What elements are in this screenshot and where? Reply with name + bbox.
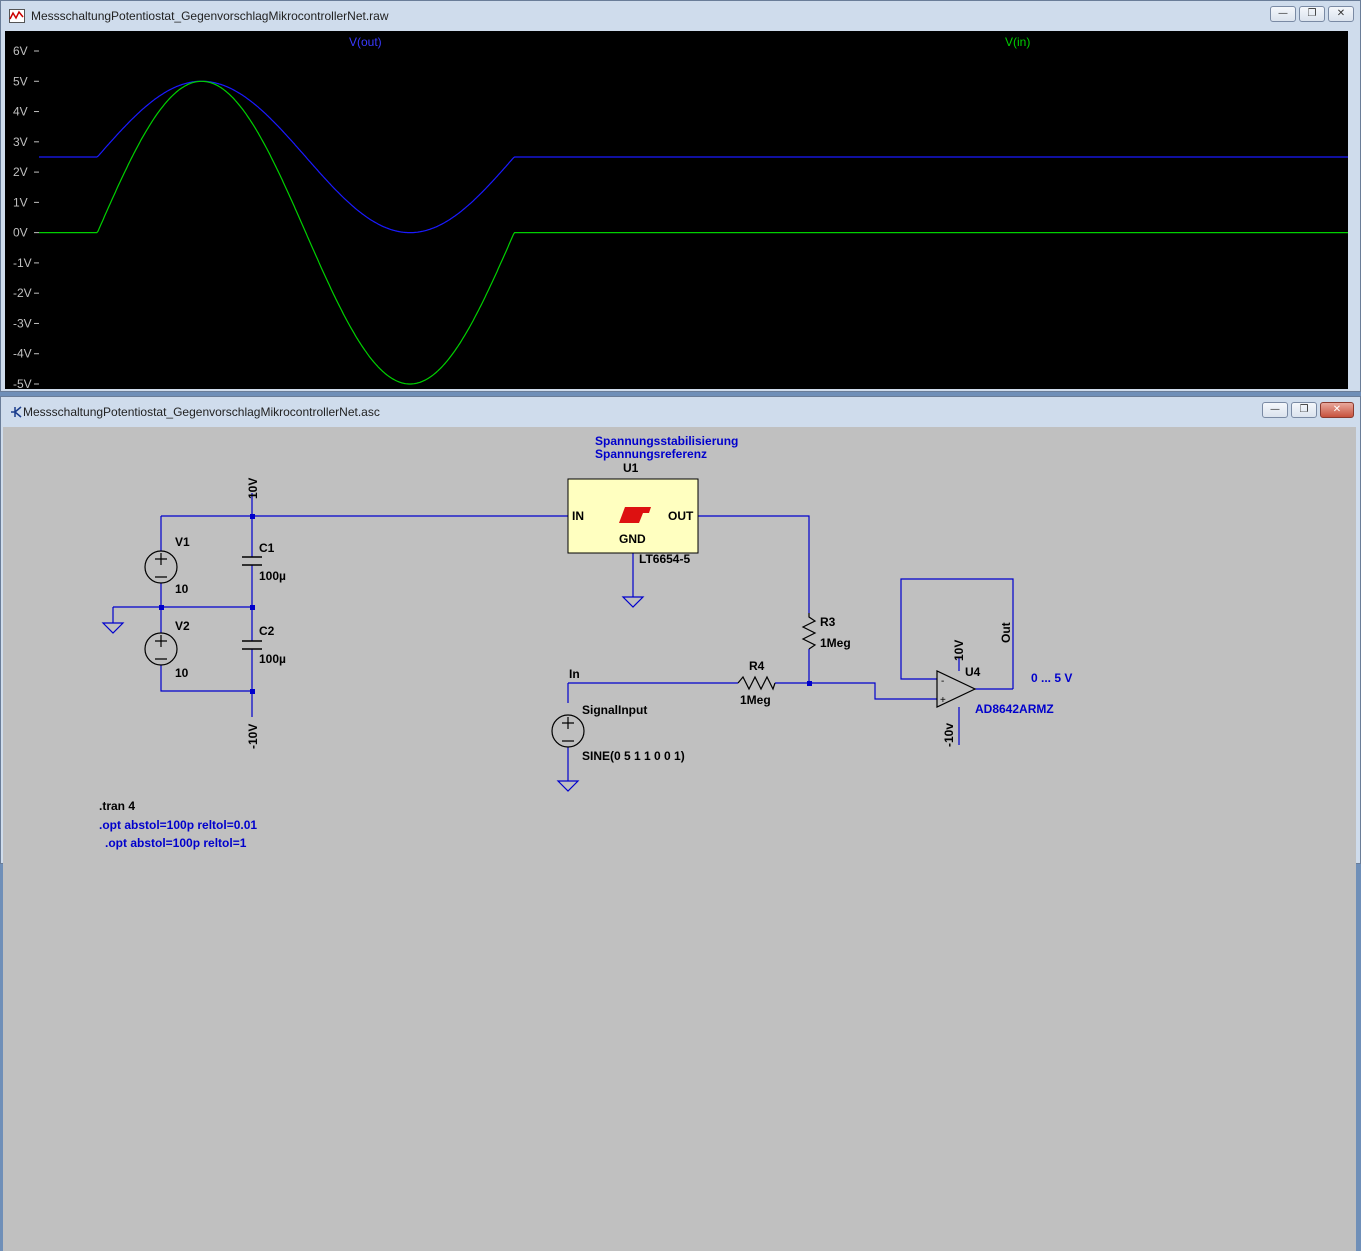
schematic-canvas[interactable]: - + Spannungsstabilisierung Spannungsref… [3, 427, 1356, 1251]
directive-tran: .tran 4 [99, 799, 135, 813]
maximize-icon: ❐ [1307, 8, 1317, 19]
close-button[interactable]: ✕ [1320, 402, 1354, 418]
y-tick-label: 5V [13, 74, 28, 88]
c1-capacitor[interactable] [242, 556, 262, 566]
y-tick-label: -3V [13, 316, 32, 330]
waveform-titlebar[interactable]: MessschaltungPotentiostat_Gegenvorschlag… [1, 1, 1360, 31]
schematic-drawing[interactable]: - + Spannungsstabilisierung Spannungsref… [3, 427, 1356, 857]
close-button[interactable]: ✕ [1328, 6, 1354, 22]
r4-resistor[interactable] [737, 675, 776, 691]
y-tick-label: -2V [13, 286, 32, 300]
u4-value: AD8642ARMZ [975, 702, 1054, 716]
schematic-titlebar[interactable]: MessschaltungPotentiostat_Gegenvorschlag… [1, 397, 1360, 427]
minimize-button[interactable]: — [1270, 6, 1296, 22]
c2-value: 100µ [259, 652, 286, 666]
svg-text:-: - [941, 676, 944, 687]
schematic-icon [11, 406, 22, 418]
waveform-plot[interactable]: 6V 5V 4V 3V 2V 1V 0V -1V -2V -3V -4V -5V V(out) V(i… [5, 31, 1348, 389]
waveform-window[interactable]: MessschaltungPotentiostat_Gegenvorschlag… [0, 0, 1361, 392]
junctions [159, 514, 812, 694]
v2-source[interactable] [144, 632, 178, 666]
y-tick-label: -4V [13, 347, 32, 361]
r3-ref: R3 [820, 615, 836, 629]
maximize-button[interactable]: ❐ [1291, 402, 1317, 418]
u1-pin-out: OUT [668, 509, 694, 523]
waveform-icon [9, 9, 25, 23]
minimize-icon: — [1270, 404, 1280, 415]
comment-stabilisierung: Spannungsstabilisierung [595, 434, 738, 448]
comment-referenz: Spannungsreferenz [595, 447, 707, 461]
y-tick-label: 4V [13, 105, 28, 119]
y-axis-ticks: 6V 5V 4V 3V 2V 1V 0V -1V -2V -3V -4V -5V [13, 44, 39, 389]
output-range-label: 0 ... 5 V [1031, 671, 1072, 685]
r4-ref: R4 [749, 659, 765, 673]
close-icon: ✕ [1336, 8, 1346, 19]
u4-opamp[interactable]: - + [936, 670, 977, 708]
v2-ref: V2 [175, 619, 190, 633]
u1-value: LT6654-5 [639, 552, 690, 566]
schematic-window-title: MessschaltungPotentiostat_Gegenvorschlag… [23, 405, 380, 419]
y-tick-label: 2V [13, 165, 28, 179]
signal-source[interactable] [551, 714, 585, 748]
net-label-10v: 10V [246, 478, 260, 499]
net-label-in: In [569, 667, 580, 681]
u1-ref: U1 [623, 461, 639, 475]
r3-value: 1Meg [820, 636, 851, 650]
y-tick-label: 1V [13, 195, 28, 209]
r4-value: 1Meg [740, 693, 771, 707]
signal-ref: SignalInput [582, 703, 647, 717]
net-label-out: Out [999, 622, 1013, 643]
v1-ref: V1 [175, 535, 190, 549]
c2-capacitor[interactable] [242, 640, 262, 650]
y-tick-label: 3V [13, 135, 28, 149]
v2-value: 10 [175, 666, 189, 680]
trace-label-vout[interactable]: V(out) [349, 35, 382, 49]
u4-vneg-label: -10v [942, 723, 956, 747]
directive-opt-2: .opt abstol=100p reltol=1 [105, 836, 247, 850]
c1-ref: C1 [259, 541, 275, 555]
trace-vout [39, 80, 1348, 234]
trace-label-vin[interactable]: V(in) [1005, 35, 1030, 49]
y-tick-label: 6V [13, 44, 28, 58]
net-label-neg10v: -10V [246, 724, 260, 749]
u4-ref: U4 [965, 665, 981, 679]
u4-vpos-label: 10V [952, 640, 966, 661]
maximize-button[interactable]: ❐ [1299, 6, 1325, 22]
v1-source[interactable] [144, 550, 178, 584]
c1-value: 100µ [259, 569, 286, 583]
schematic-window[interactable]: MessschaltungPotentiostat_Gegenvorschlag… [0, 396, 1361, 1251]
directive-opt-1: .opt abstol=100p reltol=0.01 [99, 818, 257, 832]
waveform-plot-pane[interactable]: 6V 5V 4V 3V 2V 1V 0V -1V -2V -3V -4V -5V V(out) V(i… [5, 31, 1348, 389]
lt-logo-icon [619, 507, 651, 523]
u1-regulator[interactable] [567, 478, 699, 554]
u1-pin-gnd: GND [619, 532, 646, 546]
ground-symbols [101, 596, 645, 792]
trace-vin [39, 80, 1348, 385]
close-icon: ✕ [1332, 404, 1342, 415]
svg-text:+: + [940, 695, 946, 706]
minimize-button[interactable]: — [1262, 402, 1288, 418]
minimize-icon: — [1278, 8, 1288, 19]
c2-ref: C2 [259, 624, 275, 638]
y-tick-label: 0V [13, 226, 28, 240]
signal-value: SINE(0 5 1 1 0 0 1) [582, 749, 685, 763]
r3-resistor[interactable] [801, 613, 817, 650]
u1-pin-in: IN [572, 509, 584, 523]
y-tick-label: -1V [13, 256, 32, 270]
maximize-icon: ❐ [1299, 404, 1309, 415]
wires [112, 493, 1014, 781]
v1-value: 10 [175, 582, 189, 596]
y-tick-label: -5V [13, 377, 32, 389]
waveform-window-title: MessschaltungPotentiostat_Gegenvorschlag… [31, 9, 389, 23]
